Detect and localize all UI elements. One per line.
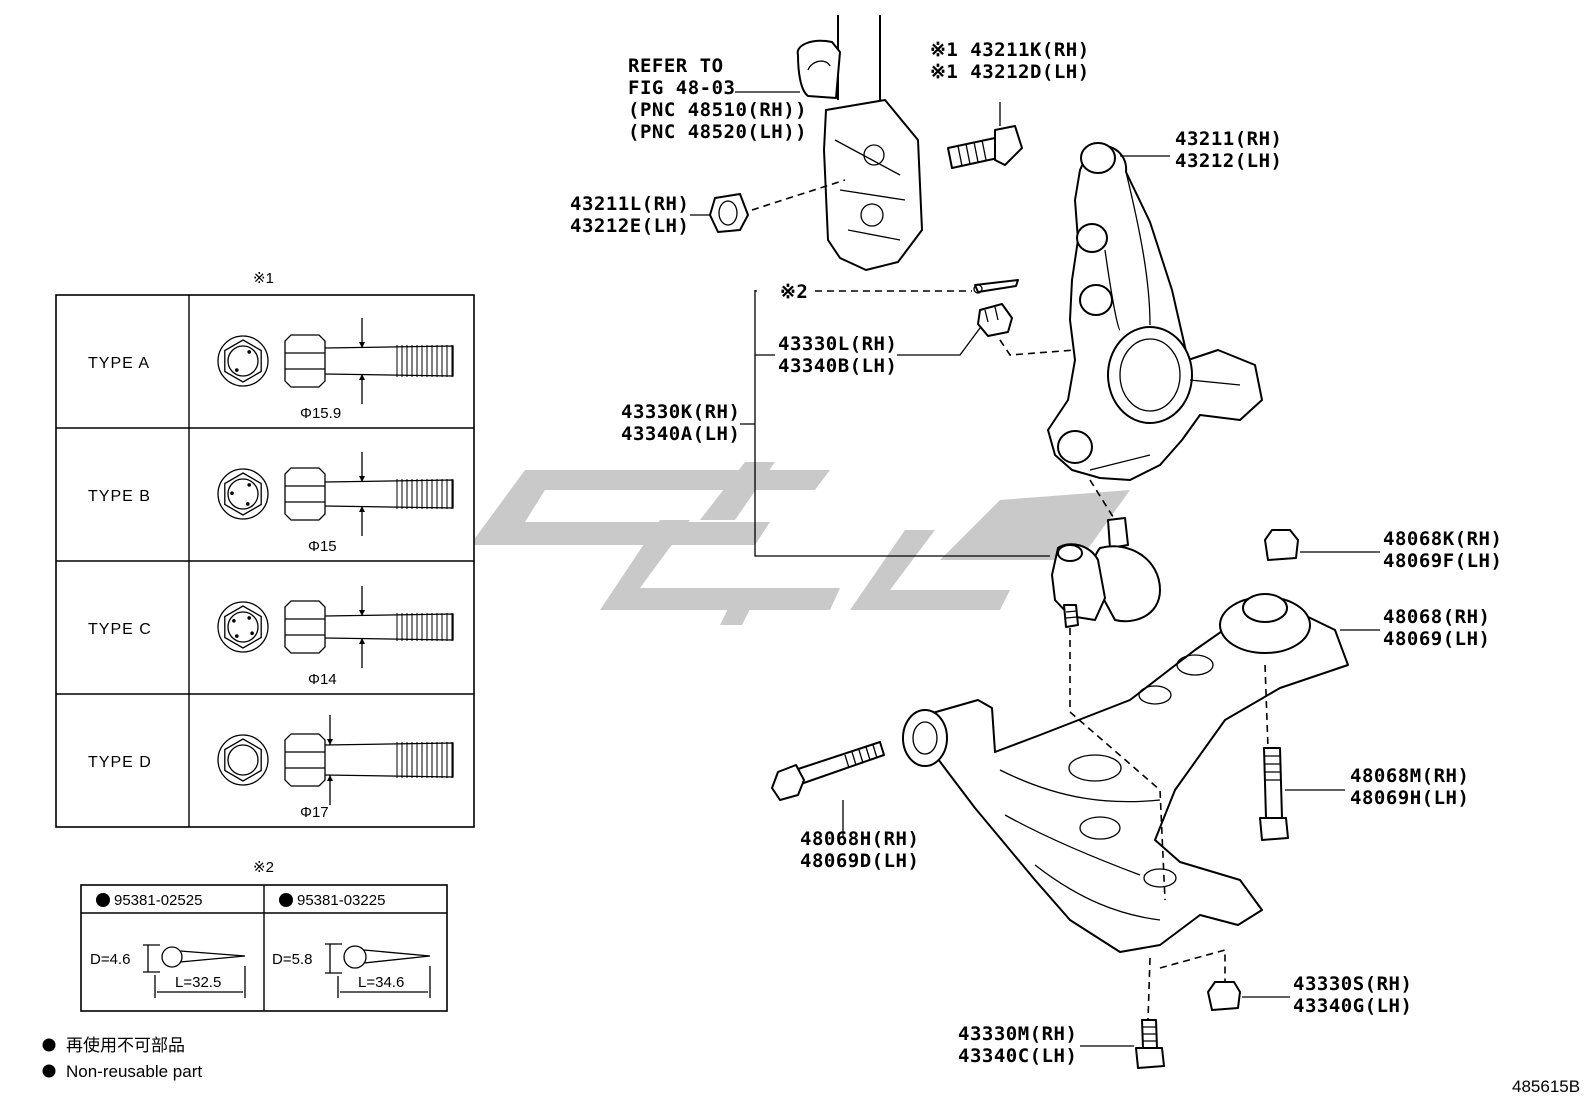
lower-control-arm-drawing [902,593,1380,953]
label-arm-rh: 48068(RH) [1383,606,1490,628]
legend: 再使用不可部品 Non-reusable part [42,1035,202,1081]
pin-1-l: L=32.5 [175,974,221,991]
bolt-type-c-drawing [217,586,454,668]
type-b-label: TYPE B [88,488,151,505]
type-a-diameter: Φ15.9 [300,405,341,422]
non-reusable-dot-icon [279,893,293,907]
non-reusable-dot-icon [42,1064,56,1078]
pin-part-1: 95381-02525 [114,892,202,909]
label-bj-nut-lh: 43340G(LH) [1293,995,1412,1017]
label-knuckle-lh: 43212(LH) [1175,150,1282,172]
label-ball-joint-lh: 43340A(LH) [621,423,740,445]
label-pin-mark: ※2 [780,281,808,303]
bj-bolt-drawing [1080,1019,1165,1069]
castle-nut-drawing [977,303,1076,356]
bolt-type-table: ※1 TYPE A TYPE B TYPE C TYPE D Φ15.9 Φ15… [55,270,475,828]
type-c-diameter: Φ14 [308,671,337,688]
label-small-nut-lh: 43212E(LH) [570,215,689,237]
label-arm-lh: 48069(LH) [1383,628,1490,650]
bj-nut-drawing [1207,981,1290,1011]
pin-table-title: ※2 [253,859,274,876]
cotter-pin-1-drawing [143,944,246,998]
bolt-type-b-drawing [217,452,454,536]
type-c-label: TYPE C [88,621,152,638]
knuckle-bolt-drawing [947,102,1023,169]
legend-en: Non-reusable part [66,1062,202,1081]
cotter-pin-table: ※2 95381-02525 95381-03225 D=4.6 L=32.5 … [80,859,448,1012]
non-reusable-dot-icon [96,893,110,907]
label-arm-rear-bolt-lh: 48069H(LH) [1350,787,1469,809]
label-arm-nut-lh: 48069F(LH) [1383,550,1502,572]
bolt-type-d-drawing [217,715,454,805]
label-ball-joint-rh: 43330K(RH) [621,401,740,423]
watermark-logo [470,462,1130,625]
refer-line-2: FIG 48-03 [628,77,735,99]
refer-line-1: REFER TO [628,55,724,77]
small-nut-drawing [690,179,846,233]
strut-bracket-drawing [796,15,923,271]
steering-knuckle-drawing [1047,142,1263,481]
label-bolt-rh: ※1 43211K(RH) [930,39,1090,61]
label-bj-nut-rh: 43330S(RH) [1293,973,1412,995]
label-bj-bolt-lh: 43340C(LH) [958,1045,1077,1067]
refer-to-note: REFER TO FIG 48-03 (PNC 48510(RH)) (PNC … [628,55,807,143]
pin-1-d: D=4.6 [90,951,130,968]
legend-jp: 再使用不可部品 [66,1035,185,1055]
label-castle-nut-rh: 43330L(RH) [778,333,897,355]
label-knuckle-rh: 43211(RH) [1175,128,1282,150]
label-arm-rear-bolt-rh: 48068M(RH) [1350,765,1469,787]
type-d-diameter: Φ17 [300,804,329,821]
label-small-nut-rh: 43211L(RH) [570,193,689,215]
type-b-diameter: Φ15 [308,538,337,555]
pin-part-2: 95381-03225 [297,892,385,909]
ball-joint-drawing [1051,479,1161,628]
diagram-id: 485615B [1512,1077,1580,1096]
non-reusable-dot-icon [42,1038,56,1052]
arm-rear-bolt-drawing [1259,664,1345,841]
bolt-type-a-drawing [217,318,454,404]
cotter-pin-2-drawing [325,943,431,998]
pin-2-l: L=34.6 [358,974,404,991]
refer-line-3: (PNC 48510(RH)) [628,99,807,121]
arm-front-bolt-drawing [771,741,885,838]
arm-nut-drawing [1264,529,1380,561]
type-a-label: TYPE A [88,355,150,372]
label-arm-nut-rh: 48068K(RH) [1383,528,1502,550]
label-castle-nut-lh: 43340B(LH) [778,355,897,377]
pin-2-d: D=5.8 [272,951,312,968]
type-table-title: ※1 [253,270,274,287]
cotter-pin-drawing [973,279,1019,294]
label-bj-bolt-rh: 43330M(RH) [958,1023,1077,1045]
label-arm-front-bolt-lh: 48069D(LH) [800,850,919,872]
label-arm-front-bolt-rh: 48068H(RH) [800,828,919,850]
type-d-label: TYPE D [88,754,152,771]
label-bolt-lh: ※1 43212D(LH) [930,61,1090,83]
refer-line-4: (PNC 48520(LH)) [628,121,807,143]
